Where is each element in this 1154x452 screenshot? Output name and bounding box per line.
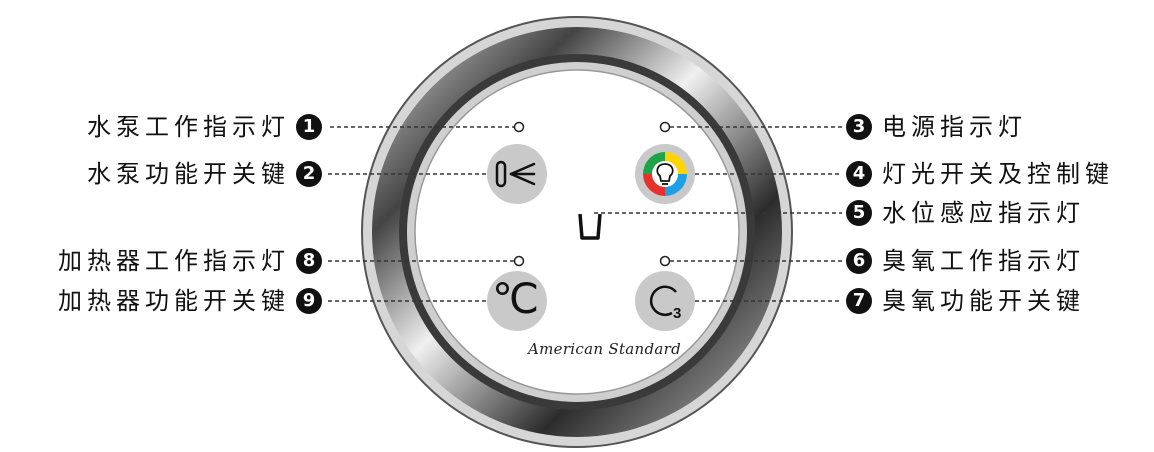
label-pump-indicator: 水泵工作指示灯 [87,112,290,142]
badge-8: 8 [296,248,322,274]
label-power-indicator: 电源指示灯 [882,112,1027,142]
pump-button[interactable] [487,144,547,204]
badge-7: 7 [846,288,872,314]
badge-6: 6 [846,248,872,274]
badge-5: 5 [846,200,872,226]
badge-9: 9 [296,288,322,314]
label-ozone-switch: 臭氧功能开关键 [882,286,1085,316]
power-indicator-led [661,123,670,132]
badge-2: 2 [296,161,322,187]
badge-3: 3 [846,114,872,140]
badge-4: 4 [846,161,872,187]
ozone-button[interactable] [635,271,695,331]
label-water-level-indicator: 水位感应指示灯 [882,198,1085,228]
label-light-switch: 灯光开关及控制键 [882,159,1114,189]
brand-logo: American Standard [528,340,681,358]
heater-indicator-led [515,257,524,266]
ozone-indicator-led [661,257,670,266]
celsius-icon: ℃ [492,274,539,323]
label-heater-switch: 加热器功能开关键 [58,286,290,316]
label-heater-indicator: 加热器工作指示灯 [58,246,290,276]
light-control-button[interactable] [635,144,695,204]
badge-1: 1 [296,114,322,140]
label-pump-switch: 水泵功能开关键 [87,159,290,189]
label-ozone-indicator: 臭氧工作指示灯 [882,246,1085,276]
ozone-digit: 3 [673,305,681,322]
pump-indicator-led [515,123,524,132]
